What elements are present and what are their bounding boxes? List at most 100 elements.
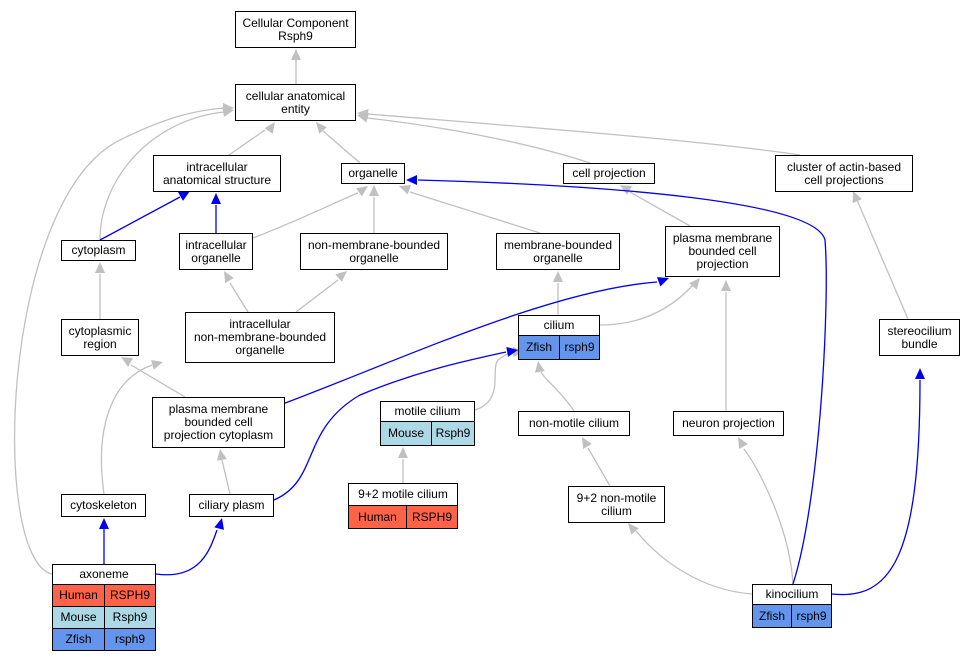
node-non-motile-cilium[interactable]: non-motile cilium <box>518 411 630 436</box>
node-plasma-membrane-bounded-cell-projection[interactable]: plasma membrane bounded cell projection <box>665 226 780 277</box>
arrowhead <box>216 449 227 461</box>
species-label: Human <box>59 588 98 602</box>
arrowhead <box>95 262 105 273</box>
edge-icnmb-icorg <box>224 271 249 313</box>
species-label: Zfish <box>65 632 92 646</box>
arrowhead <box>620 185 633 195</box>
node-cytoplasm[interactable]: cytoplasm <box>61 240 136 261</box>
node-non-membrane-bounded[interactable]: non-membrane-bounded organelle <box>300 233 448 270</box>
species-label: Mouse <box>387 426 425 440</box>
gene-label: Rsph9 <box>104 607 155 628</box>
edge-kinocilium-stereo <box>831 368 925 596</box>
node-cluster-of-actin-based[interactable]: cluster of actin-based cell projections <box>775 155 913 192</box>
annotation-row: Zfish rsph9 <box>52 629 156 651</box>
node-kinocilium[interactable]: kinocilium <box>752 584 832 605</box>
node-cell-projection[interactable]: cell projection <box>563 163 655 184</box>
edge-motile92-motile <box>398 447 408 483</box>
node-organelle[interactable]: organelle <box>341 163 405 184</box>
arrowhead <box>335 271 347 282</box>
arrowhead <box>738 437 748 450</box>
arrowhead <box>316 122 327 134</box>
node-axoneme[interactable]: axoneme <box>52 564 156 585</box>
gene-label: RSPH9 <box>406 506 457 528</box>
edge-cellproj-cae <box>357 113 591 164</box>
gene-label: RSPH9 <box>104 585 155 606</box>
species-label: Human <box>358 509 397 524</box>
arrowhead <box>214 518 224 530</box>
node-cytoplasmic-region[interactable]: cytoplasmic region <box>61 319 139 356</box>
edge-icorg-organelle <box>252 186 368 239</box>
edge-cilium-mb <box>553 271 563 315</box>
node-cytoskeleton[interactable]: cytoskeleton <box>61 494 146 517</box>
arrowhead <box>506 346 518 357</box>
edge-kinocilium-nonmotile92 <box>628 523 753 595</box>
arrowhead <box>721 280 731 291</box>
arrowhead <box>852 191 862 204</box>
edge-nonmotile92-nonmotile <box>582 437 611 487</box>
node-9-2-non-motile-cilium[interactable]: 9+2 non-motile cilium <box>568 486 665 523</box>
edge-cae-root <box>291 49 301 84</box>
node-neuron-projection[interactable]: neuron projection <box>673 411 784 436</box>
species-label: Zfish <box>758 608 785 623</box>
arrowhead <box>689 278 700 290</box>
arrowhead <box>151 360 163 370</box>
edge-ias-cae <box>228 122 275 156</box>
edge-kinocilium-neuronproj <box>738 437 794 585</box>
edge-ciliaryplasm-pmbcpc <box>216 449 231 495</box>
edge-nmb-organelle <box>369 185 379 233</box>
gene-label: rsph9 <box>559 336 599 359</box>
edge-neuronproj-pmbcp <box>721 280 731 411</box>
arrowhead <box>628 523 639 535</box>
arrowhead <box>121 357 134 367</box>
node-motile-cilium[interactable]: motile cilium <box>380 401 475 422</box>
annotation-row: Zfish rsph9 <box>752 605 832 628</box>
arrowhead <box>177 191 190 201</box>
edge-axoneme-cytoskel <box>99 518 109 564</box>
species-label: Mouse <box>60 610 97 624</box>
edge-pmbcp-cellproj <box>620 185 691 227</box>
edge-cytoplasm-ias <box>99 191 190 241</box>
edge-cytoskel-cytoregion <box>100 360 163 495</box>
edge-icnmb-nmb <box>295 271 347 313</box>
node-pm-bounded-cell-projection-cytoplasm[interactable]: plasma membrane bounded cell projection … <box>152 397 285 448</box>
node-9-2-motile-cilium[interactable]: 9+2 motile cilium <box>348 483 458 506</box>
edge-axoneme-ciliaryplasm <box>155 518 224 576</box>
arrowhead <box>356 186 368 197</box>
arrowhead <box>369 185 379 196</box>
node-cellular-anatomical-entity[interactable]: cellular anatomical entity <box>235 84 356 121</box>
arrowhead <box>399 185 412 195</box>
edge-organelle-cae <box>316 122 361 164</box>
edge-cilium-pmbcp <box>599 278 700 326</box>
edge-icorg-ias <box>211 193 221 233</box>
edge-nonmotile-cilium <box>534 361 575 412</box>
arrowhead <box>534 361 545 373</box>
arrowhead <box>582 437 592 450</box>
node-cilium[interactable]: cilium <box>518 315 600 336</box>
species-label: Zfish <box>525 340 552 354</box>
arrowhead <box>553 271 563 282</box>
arrowhead <box>656 277 669 287</box>
annotation-row: Human RSPH9 <box>52 585 156 607</box>
gene-label: rsph9 <box>791 605 831 627</box>
arrowhead <box>211 193 221 204</box>
edge-pmbcpc-pmbcp <box>279 277 669 406</box>
annotation-row: Mouse Rsph9 <box>52 607 156 629</box>
node-stereocilium-bundle[interactable]: stereocilium bundle <box>879 319 960 356</box>
node-intracellular-non-membrane-bounded[interactable]: intracellular non-membrane-bounded organ… <box>185 312 335 363</box>
edge-kinocilium-organelle <box>406 175 827 585</box>
node-intracellular-organelle[interactable]: intracellular organelle <box>179 233 253 270</box>
arrowhead <box>398 447 408 458</box>
arrowhead <box>291 49 301 60</box>
edge-ciliaryplasm-cilium <box>273 346 518 501</box>
node-membrane-bounded[interactable]: membrane-bounded organelle <box>496 233 620 270</box>
node-root[interactable]: Cellular Component Rsph9 <box>235 11 356 48</box>
node-intracellular-anatomical-structure[interactable]: intracellular anatomical structure <box>153 155 281 192</box>
edge-actin-cae <box>357 108 801 156</box>
arrowhead <box>406 175 417 185</box>
arrowhead <box>357 108 369 119</box>
node-ciliary-plasm[interactable]: ciliary plasm <box>189 494 274 517</box>
gene-label: Rsph9 <box>431 422 474 445</box>
edge-stereo-actin <box>852 191 909 320</box>
annotation-row: Zfish rsph9 <box>518 336 600 360</box>
